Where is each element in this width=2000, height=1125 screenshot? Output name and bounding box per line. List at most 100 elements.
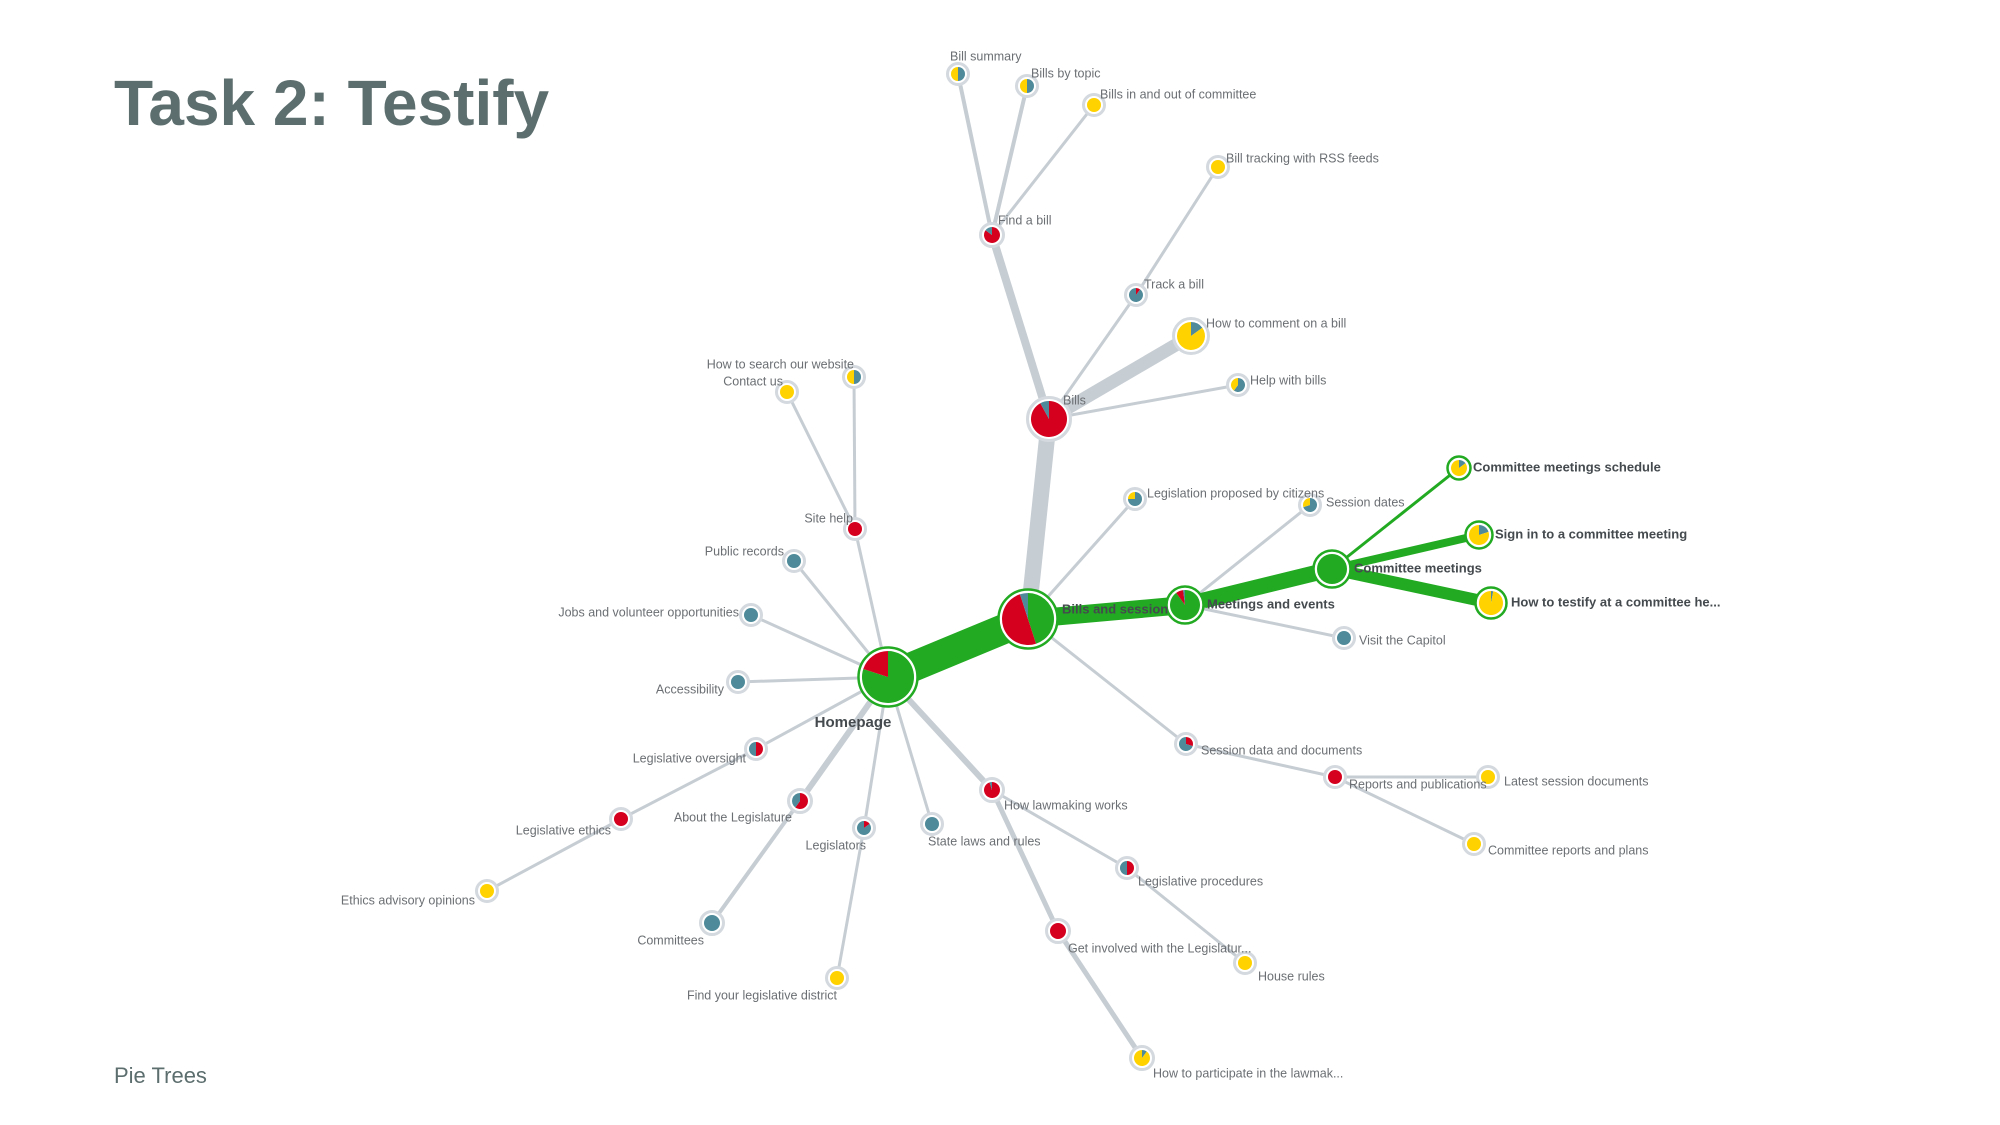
edge-bills-help_bills — [1048, 383, 1239, 421]
pie-slice-fail — [795, 793, 809, 809]
pie-slice-nav_away — [1027, 79, 1034, 93]
pie-slice-skip — [1087, 98, 1101, 112]
node-rss[interactable] — [1206, 155, 1230, 179]
node-about[interactable] — [787, 788, 813, 814]
pie-slice-skip — [1478, 591, 1503, 615]
node-find_bill[interactable] — [979, 222, 1005, 248]
node-get_involved[interactable] — [1045, 918, 1071, 944]
node-participate[interactable] — [1129, 1045, 1155, 1071]
node-homepage[interactable] — [857, 646, 919, 708]
node-lawmaking[interactable] — [979, 777, 1005, 803]
edge-bills_session-session_data — [1027, 617, 1187, 746]
node-site_help[interactable] — [843, 517, 867, 541]
node-label: Find your legislative district — [687, 988, 838, 1002]
node-ethics[interactable] — [609, 807, 633, 831]
edge-find_bill-bills_topic — [990, 85, 1029, 236]
node-session_dates[interactable] — [1298, 493, 1322, 517]
node-bills_topic[interactable] — [1015, 74, 1039, 98]
node-testify[interactable] — [1474, 586, 1508, 620]
node-help_bills[interactable] — [1226, 373, 1250, 397]
pie-slice-nav_away — [1120, 861, 1127, 875]
node-label: Help with bills — [1250, 373, 1326, 387]
pie-slice-fail — [848, 522, 862, 536]
pie-slice-skip — [1451, 460, 1467, 476]
pie-slice-fail — [614, 812, 628, 826]
node-label: Get involved with the Legislatur... — [1068, 941, 1251, 955]
pie-slice-skip — [1303, 498, 1310, 508]
edge-get_involved-participate — [1055, 929, 1145, 1060]
node-public_records[interactable] — [782, 549, 806, 573]
pie-slice-nav_away — [1040, 401, 1049, 419]
node-track_bill[interactable] — [1124, 283, 1148, 307]
node-accessibility[interactable] — [726, 670, 750, 694]
edges-layer — [486, 73, 1493, 1060]
node-visit[interactable] — [1332, 626, 1356, 650]
node-committees[interactable] — [699, 910, 725, 936]
edge-committee_meetings-testify — [1330, 563, 1493, 609]
node-label: Bill tracking with RSS feeds — [1226, 151, 1379, 165]
node-label: How lawmaking works — [1004, 798, 1128, 812]
node-committee_reports[interactable] — [1462, 832, 1486, 856]
node-label: Session dates — [1326, 495, 1405, 509]
node-reports[interactable] — [1323, 765, 1347, 789]
pie-slice-nav_away — [704, 915, 720, 931]
node-district[interactable] — [825, 966, 849, 990]
node-bill_summary[interactable] — [946, 62, 970, 86]
node-label: Bill summary — [950, 49, 1022, 63]
node-session_data[interactable] — [1174, 732, 1198, 756]
node-label: How to testify at a committee he... — [1511, 594, 1721, 609]
edge-ethics-ethics_opinions — [486, 817, 622, 893]
node-label: Legislative oversight — [633, 751, 747, 765]
pie-slice-nav_away — [1337, 631, 1351, 645]
node-label: Ethics advisory opinions — [341, 893, 475, 907]
node-label: Legislation proposed by citizens — [1147, 486, 1324, 500]
node-label: Contact us — [723, 374, 783, 388]
node-state_laws[interactable] — [920, 812, 944, 836]
node-oversight[interactable] — [744, 737, 768, 761]
node-ethics_opinions[interactable] — [475, 879, 499, 903]
pie-slice-nav_away — [1303, 498, 1318, 513]
pie-slice-fail — [1176, 590, 1185, 605]
node-label: Bills and session — [1062, 601, 1168, 616]
pie-slice-fail — [1127, 861, 1134, 875]
node-search_help[interactable] — [842, 365, 866, 389]
edge-lawmaking-procedures — [991, 788, 1128, 870]
node-latest_docs[interactable] — [1476, 765, 1500, 789]
node-label: Legislators — [806, 838, 866, 852]
pie-slice-nav_away — [749, 742, 756, 756]
node-sign_in[interactable] — [1464, 520, 1494, 550]
node-leg_proposed[interactable] — [1123, 487, 1147, 511]
node-label: Committee reports and plans — [1488, 843, 1649, 857]
pie-slice-success — [1028, 593, 1054, 644]
pie-slice-nav_away — [792, 793, 800, 808]
node-committee_meetings[interactable] — [1312, 549, 1352, 589]
pie-slice-skip — [1238, 956, 1252, 970]
node-label: Latest session documents — [1504, 774, 1649, 788]
pie-slice-nav_away — [985, 227, 992, 235]
pie-slice-nav_away — [1179, 737, 1193, 752]
node-label: Jobs and volunteer opportunities — [558, 605, 739, 619]
node-bills_session[interactable] — [997, 588, 1059, 650]
pie-slice-skip — [1211, 160, 1225, 174]
node-bills_inout[interactable] — [1082, 93, 1106, 117]
node-bills[interactable] — [1026, 396, 1072, 442]
node-label: Accessibility — [656, 682, 725, 696]
node-legislators[interactable] — [852, 816, 876, 840]
pie-slice-nav_away — [1129, 288, 1144, 303]
edge-meetings-session_dates — [1184, 503, 1311, 607]
node-label: Homepage — [815, 714, 892, 731]
edge-bills-find_bill — [988, 233, 1053, 421]
node-comment_bill[interactable] — [1172, 317, 1210, 355]
node-contact[interactable] — [775, 380, 799, 404]
node-label: Site help — [804, 511, 853, 525]
pie-slice-nav_away — [958, 67, 965, 81]
node-procedures[interactable] — [1115, 856, 1139, 880]
edge-bills-track_bill — [1047, 294, 1138, 420]
edge-find_bill-bills_inout — [990, 104, 1096, 236]
node-meetings[interactable] — [1165, 585, 1205, 625]
edge-oversight-ethics — [620, 747, 757, 821]
node-house_rules[interactable] — [1233, 951, 1257, 975]
node-schedule[interactable] — [1446, 455, 1472, 481]
node-jobs[interactable] — [739, 603, 763, 627]
